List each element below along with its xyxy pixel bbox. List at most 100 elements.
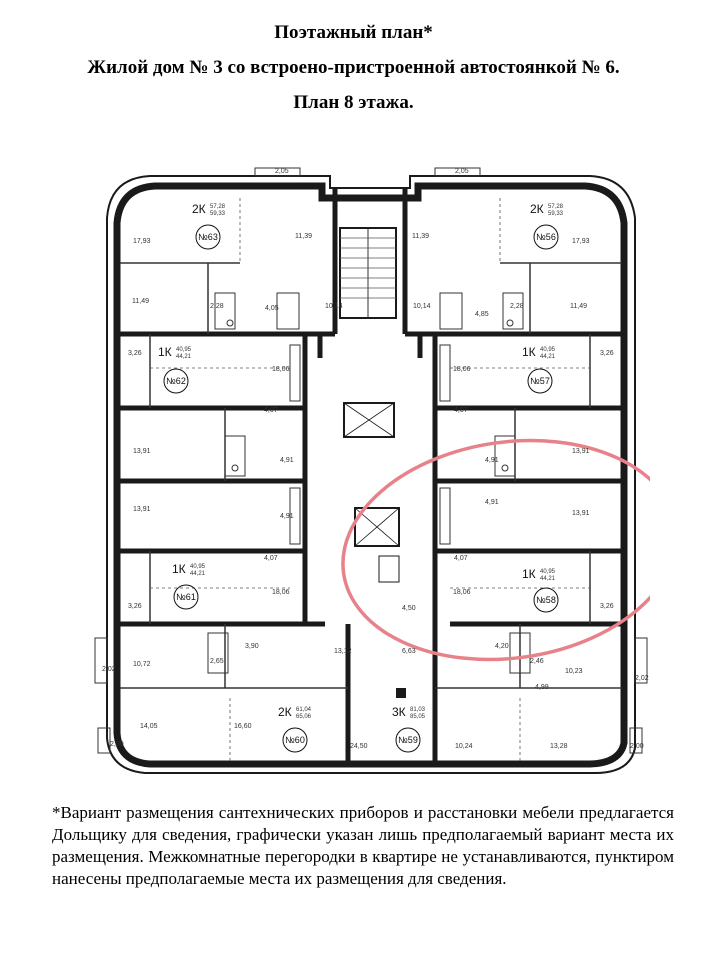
room-area-label: 18,06 (272, 366, 290, 373)
building-subtitle: Жилой дом № 3 со встроено-пристроенной а… (87, 57, 620, 78)
page-title: Поэтажный план* (274, 22, 433, 43)
room-area-label: 2,02 (635, 675, 649, 682)
room-area-label: 2,28 (210, 303, 224, 310)
apartment-number-circle (163, 368, 189, 394)
room-area-label: 13,91 (572, 510, 590, 517)
apartment-number: №59 (398, 735, 418, 745)
room-area-label: 11,39 (295, 233, 312, 240)
room-area-label: 4,07 (264, 407, 278, 414)
apartment-number: №63 (198, 232, 218, 242)
room-area-label: 2,28 (510, 303, 524, 310)
room-area-label: 11,39 (412, 233, 429, 240)
room-area-label: 4,91 (280, 513, 294, 520)
elevator-shafts (343, 402, 400, 583)
room-area-label: 18,06 (453, 589, 471, 596)
room-area-label: 4,91 (485, 499, 499, 506)
room-area-label: 4,07 (454, 555, 468, 562)
room-area-label: 6,63 (402, 648, 416, 655)
apartment-type: 2К (530, 202, 544, 216)
room-area-label: 17,93 (572, 238, 590, 245)
apartment-type: 1К (172, 562, 186, 576)
room-area-label: 10,14 (413, 303, 431, 310)
apartment-area-living: 40,95 (176, 347, 192, 353)
floor-plan: 2,05 2,05 17,93 11,39 11,39 17,93 11,49 2,28 4,0… (94, 167, 650, 774)
apartment-number-circle (395, 727, 421, 753)
room-area-label: 4,91 (485, 457, 499, 464)
apartment-type: 2К (192, 202, 206, 216)
room-area-label: 2,00 (630, 743, 644, 750)
apartment-type: 2К (278, 705, 292, 719)
apartment-number: №61 (176, 592, 196, 602)
room-area-label: 4,91 (280, 457, 294, 464)
room-area-label: 3,26 (600, 350, 614, 357)
room-area-label: 3,90 (245, 643, 259, 650)
room-area-label: 10,72 (133, 661, 151, 668)
room-area-label: 2,05 (455, 168, 469, 175)
room-area-label: 24,50 (350, 743, 368, 750)
room-area-label: 17,93 (133, 238, 151, 245)
room-area-label: 4,99 (535, 684, 549, 691)
room-area-label: 4,05 (265, 305, 279, 312)
apartment-type: 3К (392, 705, 406, 719)
apartment-area-living: 57,28 (548, 204, 564, 210)
apartment-area-living: 57,28 (210, 204, 226, 210)
apartment-area-total: 85,05 (410, 714, 426, 720)
highlight-ellipse (341, 438, 650, 662)
room-area-label: 13,91 (133, 448, 151, 455)
outer-wall-inner (113, 182, 628, 768)
apartment-number: №62 (166, 376, 186, 386)
room-area-label: 13,28 (550, 743, 568, 750)
apartment-area-living: 40,95 (190, 564, 206, 570)
room-area-label: 18,06 (272, 589, 290, 596)
apartment-area-total: 44,21 (190, 571, 206, 577)
apartment-number: №57 (530, 376, 550, 386)
balconies (94, 167, 648, 754)
room-area-label: 3,26 (128, 603, 142, 610)
apartment-number-circle (533, 587, 559, 613)
apartment-type: 1К (522, 345, 536, 359)
room-area-label: 2,46 (530, 658, 544, 665)
dashed-partitions (150, 198, 590, 764)
room-area-label: 18,06 (453, 366, 471, 373)
room-area-label: 13,91 (572, 448, 590, 455)
apartment-number: №56 (536, 232, 556, 242)
apartment-area-living: 40,95 (540, 569, 556, 575)
apartment-type: 1К (158, 345, 172, 359)
room-area-label: 14,05 (140, 723, 158, 730)
room-area-label: 2,05 (275, 168, 289, 175)
bathrooms (207, 292, 531, 674)
room-area-label: 13,91 (133, 506, 151, 513)
room-area-label: 11,49 (570, 303, 587, 310)
apartment-number-circle (173, 584, 199, 610)
header: Поэтажный план* Жилой дом № 3 со встроен… (0, 22, 707, 114)
room-area-label: 16,60 (234, 723, 252, 730)
apartment-area-living: 81,03 (410, 707, 426, 713)
apartment-number-circle (195, 224, 221, 250)
apartment-number: №60 (285, 735, 305, 745)
room-area-label: 4,85 (475, 311, 489, 318)
vent-shaft (396, 688, 406, 698)
apartment-area-living: 40,95 (540, 347, 556, 353)
room-area-label: 3,26 (128, 350, 142, 357)
room-area-label: 4,20 (495, 643, 509, 650)
apartment-area-total: 59,33 (548, 211, 564, 217)
room-area-label: 4,07 (454, 407, 468, 414)
apartment-area-living: 61,04 (296, 707, 312, 713)
floor-title: План 8 этажа. (293, 92, 414, 113)
room-labels: 2,05 2,05 17,93 11,39 11,39 17,93 11,49 2,28 4,0… (102, 168, 649, 750)
room-area-label: 10,23 (565, 668, 583, 675)
apartment-number: №58 (536, 595, 556, 605)
apartment-area-total: 59,33 (210, 211, 226, 217)
apartment-area-total: 65,06 (296, 714, 312, 720)
room-area-label: 10,24 (455, 743, 473, 750)
apartment-area-total: 44,21 (540, 576, 556, 582)
room-area-label: 4,50 (402, 605, 416, 612)
room-area-label: 2,00 (110, 741, 124, 748)
